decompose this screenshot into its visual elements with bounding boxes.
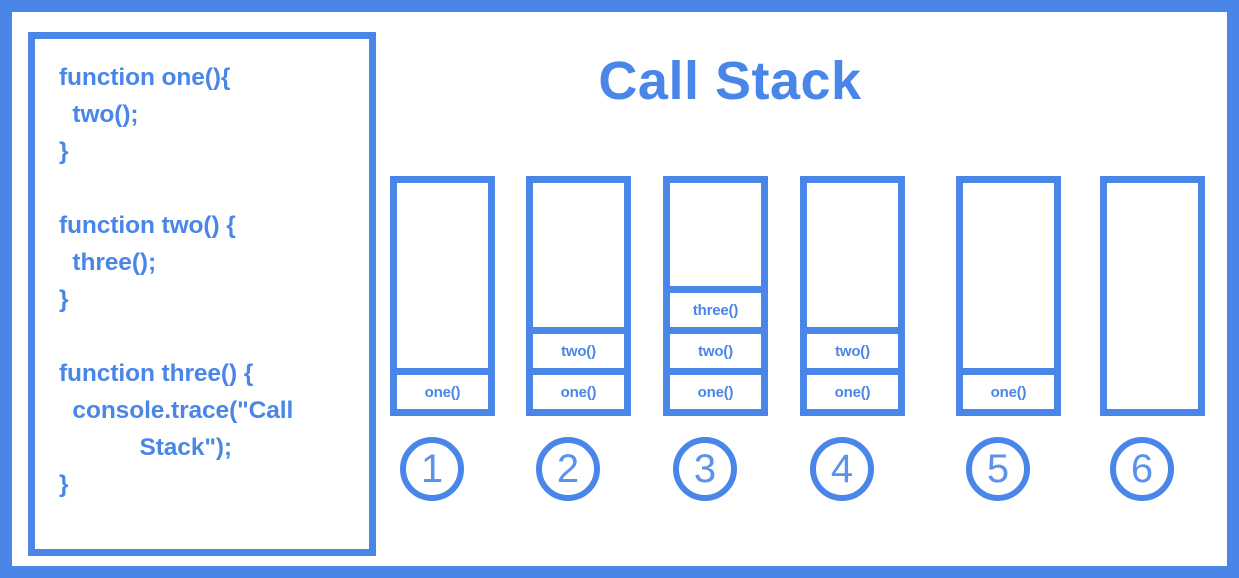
code-panel: function one(){ two(); } function two() … — [28, 32, 376, 556]
step-number-6: 6 — [1110, 437, 1174, 501]
step-number-4: 4 — [810, 437, 874, 501]
stack-frame: one() — [963, 368, 1054, 409]
stack-frame: two() — [533, 327, 624, 368]
code-snippet: function one(){ two(); } function two() … — [59, 64, 294, 498]
stack-frame: two() — [807, 327, 898, 368]
step-number-1: 1 — [400, 437, 464, 501]
stack-columns: one()two()one()three()two()one()two()one… — [390, 176, 1205, 420]
stack-frame: three() — [670, 286, 761, 327]
stack-frame: one() — [807, 368, 898, 409]
stack-column-1: one() — [390, 176, 495, 416]
stack-column-3: three()two()one() — [663, 176, 768, 416]
step-number-list: 1 2 3 4 5 6 — [390, 437, 1205, 507]
stack-column-6 — [1100, 176, 1205, 416]
stack-frame: two() — [670, 327, 761, 368]
stack-frame: one() — [397, 368, 488, 409]
step-number-2: 2 — [536, 437, 600, 501]
stack-column-4: two()one() — [800, 176, 905, 416]
stack-frame: one() — [670, 368, 761, 409]
page-title: Call Stack — [598, 51, 862, 111]
stack-column-5: one() — [956, 176, 1061, 416]
step-number-5: 5 — [966, 437, 1030, 501]
step-number-3: 3 — [673, 437, 737, 501]
stack-column-2: two()one() — [526, 176, 631, 416]
stack-frame: one() — [533, 368, 624, 409]
